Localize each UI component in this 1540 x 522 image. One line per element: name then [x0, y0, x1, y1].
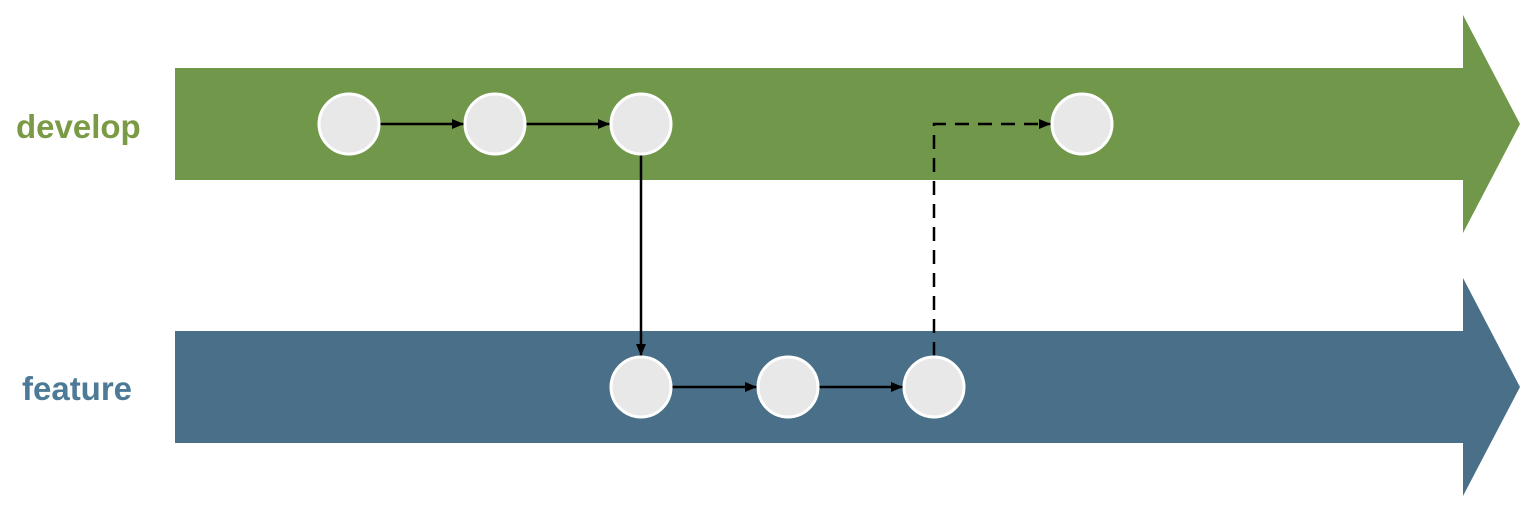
- develop-branch-label: develop: [16, 108, 141, 145]
- develop-commit-node: [317, 92, 381, 156]
- feature-commit-node: [756, 355, 820, 419]
- develop-branch-arrow: [175, 15, 1520, 233]
- feature-branch-label: feature: [22, 370, 133, 407]
- merge-back-dashed-arrow: [932, 119, 1051, 356]
- feature-commit-node: [609, 355, 673, 419]
- develop-commit-node: [463, 92, 527, 156]
- develop-commit-node: [1050, 92, 1114, 156]
- feature-commit-node: [902, 355, 966, 419]
- develop-commit-node: [609, 92, 673, 156]
